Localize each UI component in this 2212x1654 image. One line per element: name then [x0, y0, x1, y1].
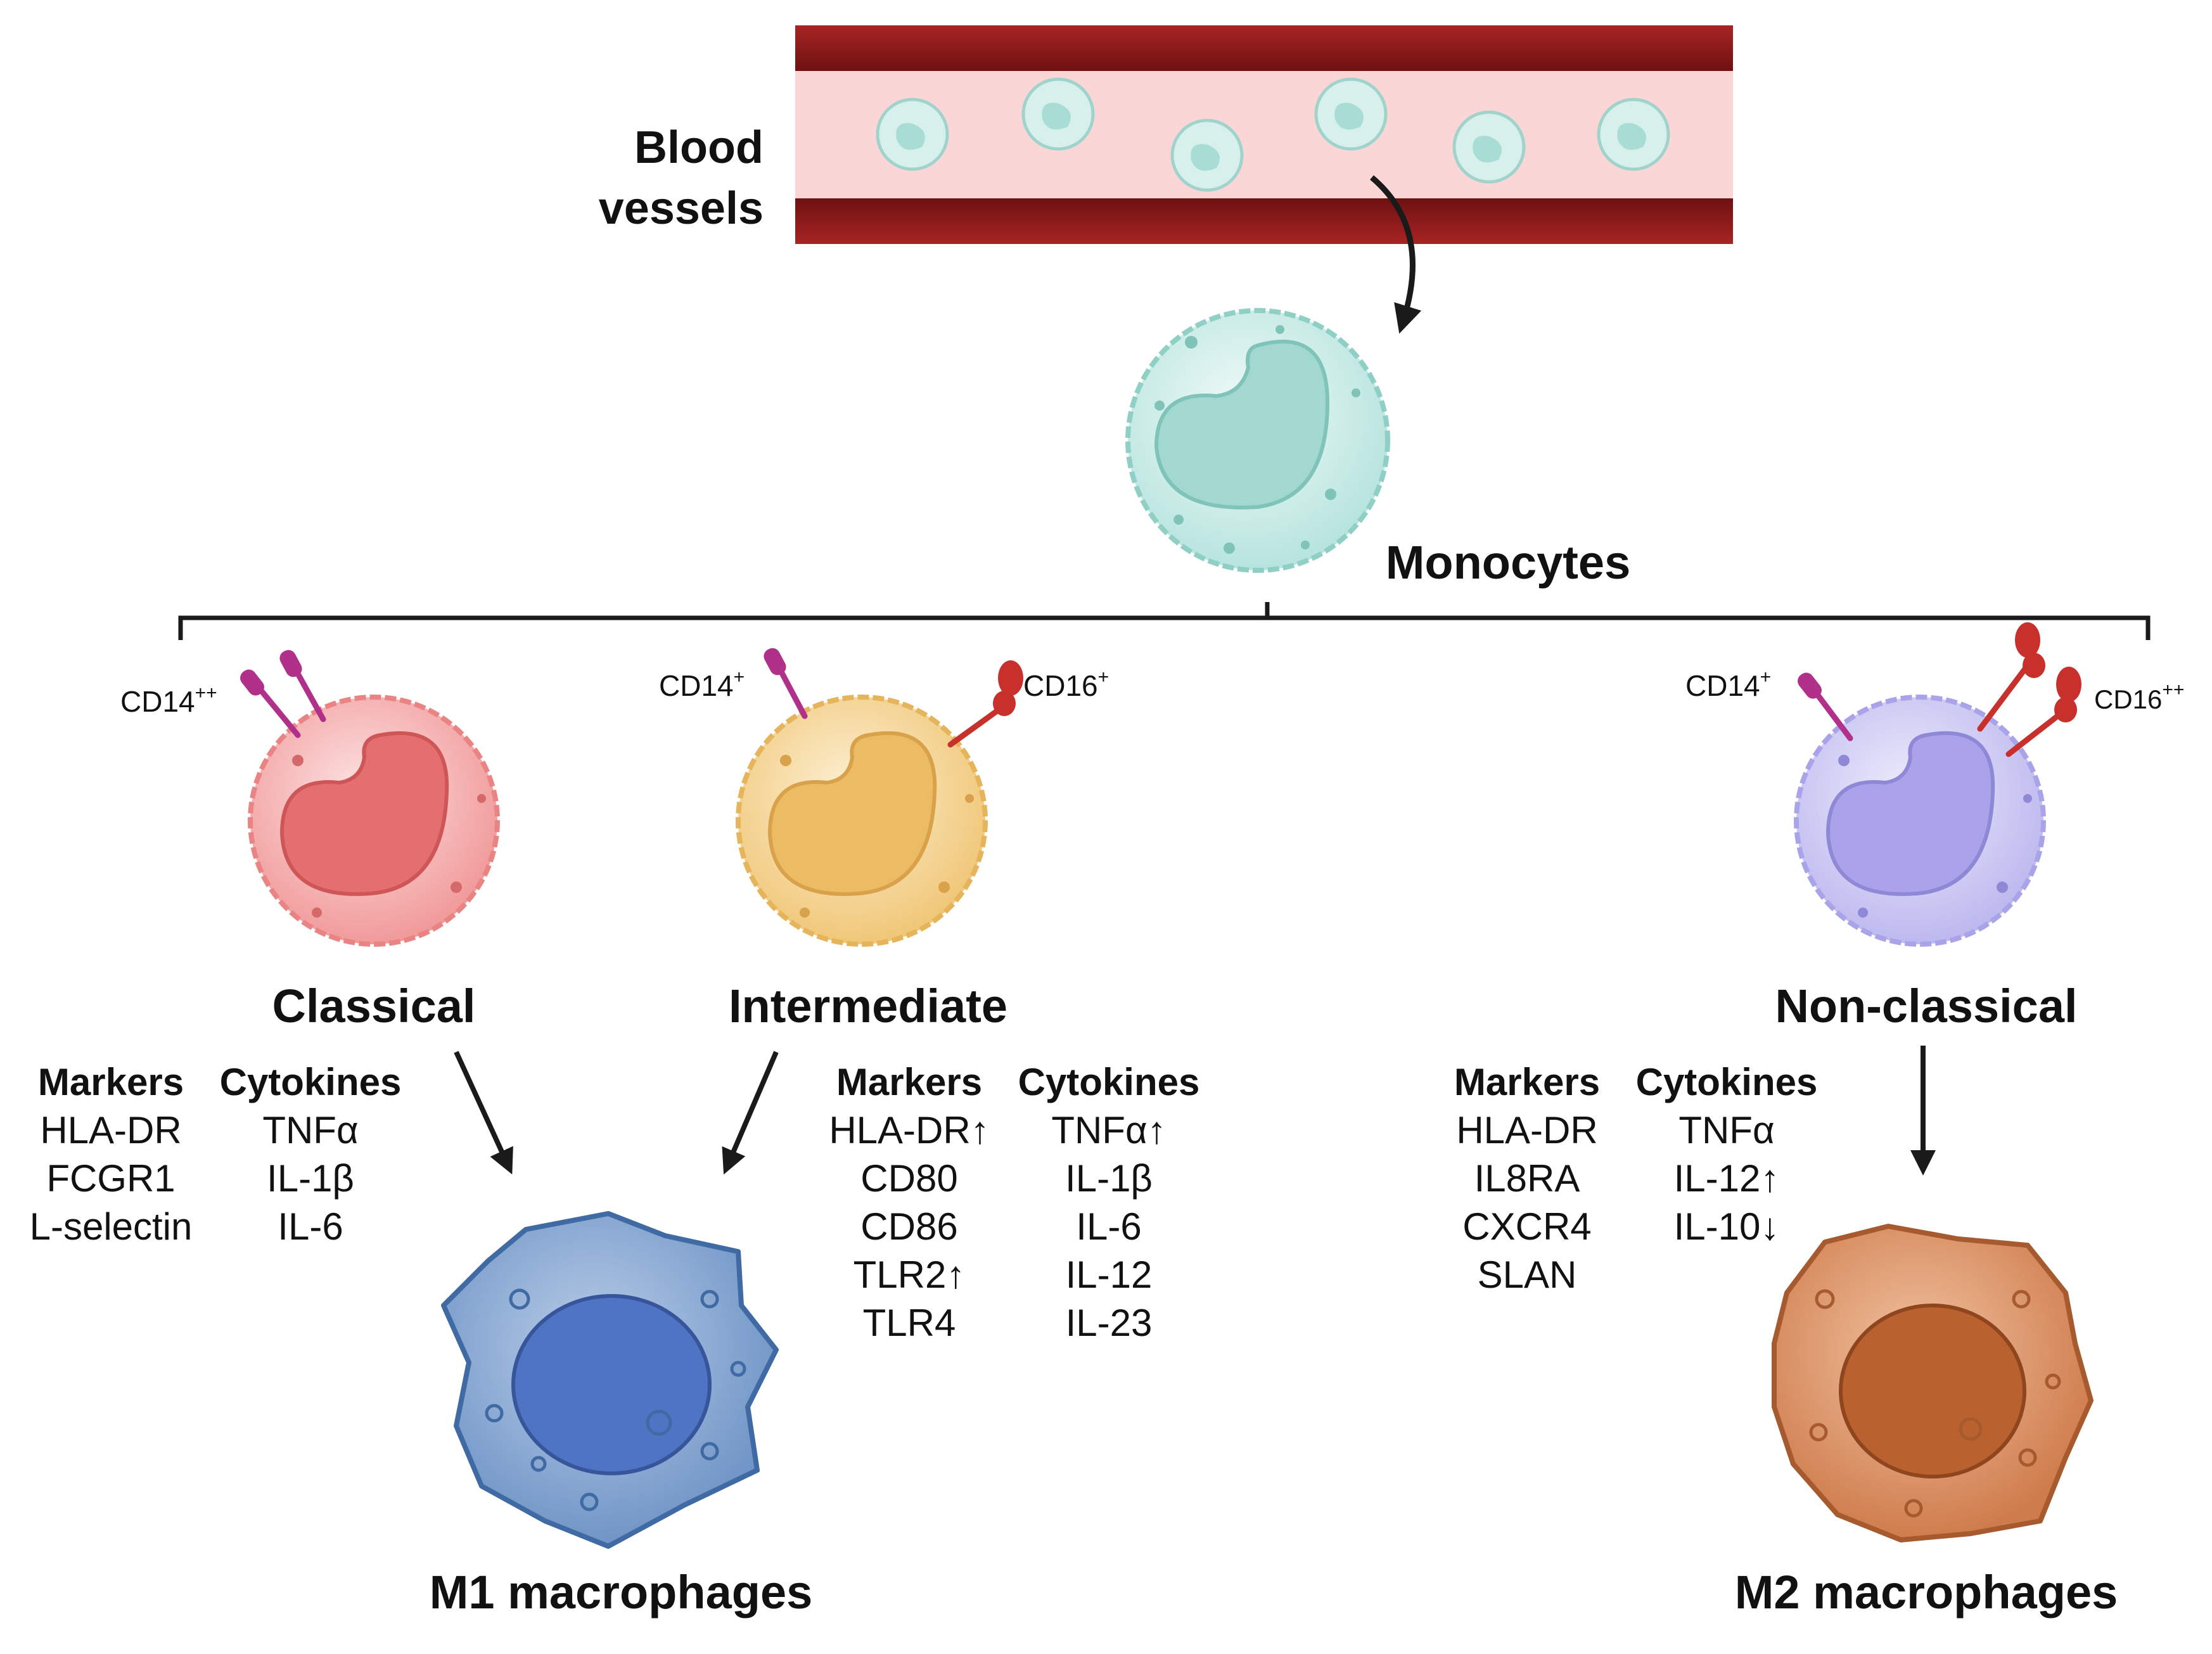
classical-cd14-label: CD14++ — [120, 683, 217, 719]
blood-vessels-line1: Blood — [634, 122, 764, 173]
cd14-icon — [764, 648, 786, 676]
m2-macrophage — [1772, 1224, 2094, 1542]
nonclassical-label: Non-classical — [1775, 980, 2078, 1032]
m1-macrophage — [441, 1211, 779, 1549]
classical-monocyte — [240, 650, 500, 947]
monocyte-cell — [1125, 308, 1390, 573]
nonclassical-monocyte — [1794, 622, 2081, 947]
monocyte-granules — [1154, 325, 1360, 554]
classical-markers: Markers HLA-DR FCGR1 L-selectin — [29, 1061, 193, 1248]
blood-vessels-label: Blood vessels — [580, 117, 764, 239]
classical-label: Classical — [272, 980, 476, 1032]
cd16-icon — [2015, 622, 2040, 658]
extravasation-arrow — [1370, 175, 1422, 334]
intermediate-nucleus — [767, 731, 937, 896]
blood-monocyte-nuclei — [896, 103, 1646, 171]
monocyte-nucleus — [1154, 340, 1330, 510]
vessel-wall-bottom — [795, 198, 1733, 244]
intermediate-markers: Markers HLA-DR↑ CD80 CD86 TLR2↑ TLR4 — [829, 1061, 990, 1344]
m2-label: M2 macrophages — [1734, 1566, 2118, 1619]
cd14-icon — [279, 650, 302, 677]
cd16-icon — [2056, 667, 2081, 702]
nonclassical-markers: Markers HLA-DR IL8RA CXCR4 SLAN — [1454, 1061, 1601, 1296]
m2-nucleus — [1839, 1304, 2026, 1478]
cd16-icon — [998, 660, 1023, 696]
cd14-icon — [240, 669, 264, 696]
intermediate-to-m1-arrow — [722, 1051, 779, 1175]
nonclassical-cd16-label: CD16++ — [2094, 679, 2185, 715]
subset-bracket — [178, 602, 2151, 640]
nonclassical-cd16-stalk — [1977, 662, 2031, 732]
classical-cytokines: Cytokines TNFα IL-1β IL-6 — [219, 1061, 402, 1248]
intermediate-label: Intermediate — [728, 980, 1008, 1032]
nonclassical-nucleus — [1825, 731, 1995, 896]
cd16-icon — [993, 691, 1016, 716]
cd16-icon — [2023, 653, 2045, 678]
intermediate-cd14-label: CD14+ — [659, 667, 745, 703]
blood-vessel — [795, 25, 1733, 244]
blood-vessels-line2: vessels — [598, 183, 764, 234]
monocytes-label: Monocytes — [1385, 536, 1631, 589]
m1-label: M1 macrophages — [429, 1566, 813, 1619]
cd16-icon — [2054, 697, 2077, 722]
nonclassical-cd16-stalk — [2005, 707, 2069, 757]
nonclassical-cd14-label: CD14+ — [1685, 667, 1772, 703]
intermediate-cytokines: Cytokines TNFα↑ IL-1β IL-6 IL-12 IL-23 — [1018, 1061, 1200, 1344]
nonclassical-cytokines: Cytokines TNFα IL-12↑ IL-10↓ — [1635, 1061, 1818, 1248]
classical-nucleus — [279, 731, 449, 896]
vessel-wall-top — [795, 25, 1733, 71]
cd14-icon — [1798, 672, 1822, 699]
m1-nucleus — [511, 1294, 712, 1475]
intermediate-cd16-label: CD16+ — [1023, 667, 1109, 703]
classical-to-m1-arrow — [454, 1051, 513, 1175]
intermediate-monocyte — [736, 648, 1023, 947]
